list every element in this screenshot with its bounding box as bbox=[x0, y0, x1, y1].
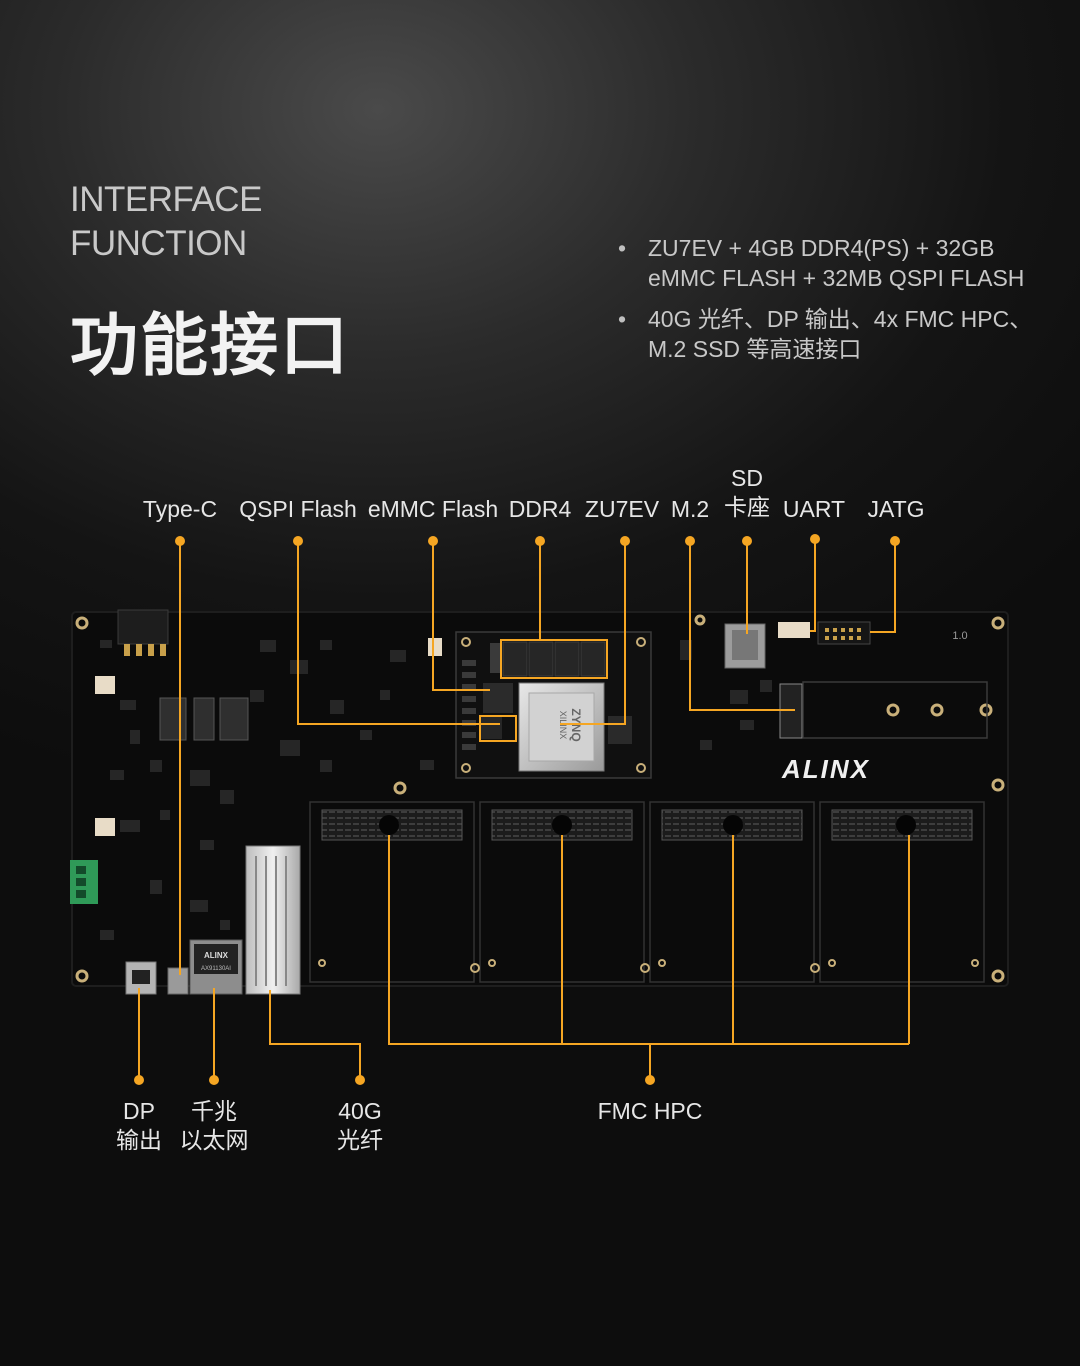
label-type-c: Type-C bbox=[142, 496, 218, 522]
label-dp-line1: DP bbox=[123, 1098, 155, 1124]
callout-lines bbox=[138, 539, 910, 1080]
label-eth-line1: 千兆 bbox=[191, 1098, 237, 1124]
feature-line: eMMC FLASH + 32MB QSPI FLASH bbox=[648, 265, 1025, 291]
eth-brand-text: ALINX bbox=[204, 951, 229, 960]
white-connector bbox=[428, 638, 442, 656]
label-sd-card: SD 卡座 bbox=[724, 464, 770, 522]
bullet-dot-icon: • bbox=[618, 235, 627, 261]
english-title-line1: INTERFACE bbox=[70, 180, 262, 219]
board-version: 1.0 bbox=[952, 630, 967, 642]
label-fmc-hpc: FMC HPC bbox=[597, 1098, 703, 1124]
label-qspi-flash: QSPI Flash bbox=[239, 496, 357, 522]
label-40g-fiber: 40G 光纤 bbox=[337, 1097, 383, 1155]
label-sd-line1: SD bbox=[731, 465, 763, 491]
label-gigabit-ethernet: 千兆 以太网 bbox=[180, 1097, 249, 1155]
qsfp-cage bbox=[245, 845, 301, 995]
feature-list: • ZU7EV + 4GB DDR4(PS) + 32GB eMMC FLASH… bbox=[618, 233, 1038, 375]
feature-line: 40G 光纤、DP 输出、4x FMC HPC、 bbox=[648, 306, 1033, 332]
feature-line: M.2 SSD 等高速接口 bbox=[648, 336, 862, 362]
inductors bbox=[159, 697, 249, 741]
alinx-logo-text: ALINX bbox=[781, 754, 870, 784]
pcb-board: XILINX ZYNQ 1.0 ALINX bbox=[70, 609, 1009, 995]
english-title: INTERFACE FUNCTION bbox=[70, 178, 262, 266]
english-title-line2: FUNCTION bbox=[70, 224, 247, 263]
label-dp-line2: 输出 bbox=[116, 1127, 162, 1153]
label-jatg: JATG bbox=[867, 496, 925, 522]
label-eth-line2: 以太网 bbox=[179, 1127, 249, 1153]
label-fiber-line2: 光纤 bbox=[337, 1127, 383, 1153]
chinese-title: 功能接口 bbox=[70, 308, 351, 384]
ddr4-chips bbox=[502, 641, 606, 677]
label-sd-line2: 卡座 bbox=[724, 494, 770, 520]
white-connector bbox=[95, 818, 115, 836]
label-dp-output: DP 输出 bbox=[116, 1097, 162, 1155]
feature-item: • 40G 光纤、DP 输出、4x FMC HPC、 M.2 SSD 等高速接口 bbox=[618, 304, 1038, 364]
label-fiber-line1: 40G bbox=[338, 1098, 382, 1124]
uart-connector bbox=[778, 622, 810, 638]
label-emmc-flash: eMMC Flash bbox=[367, 496, 499, 522]
white-connector bbox=[95, 676, 115, 694]
power-connector bbox=[117, 609, 169, 645]
label-m2: M.2 bbox=[670, 496, 710, 522]
usb-c-port bbox=[167, 967, 189, 995]
emmc-chip bbox=[483, 683, 513, 713]
bullet-dot-icon: • bbox=[618, 306, 627, 332]
label-zu7ev: ZU7EV bbox=[584, 496, 660, 522]
label-ddr4: DDR4 bbox=[508, 496, 572, 522]
jtag-header bbox=[817, 621, 871, 645]
qspi-chip bbox=[480, 717, 502, 739]
label-uart: UART bbox=[782, 496, 846, 522]
smd-components bbox=[100, 640, 772, 940]
mounting-hole-icon bbox=[75, 614, 1005, 983]
callout-dots bbox=[134, 534, 900, 1085]
m2-ssd-outline bbox=[802, 681, 988, 739]
feature-item: • ZU7EV + 4GB DDR4(PS) + 32GB eMMC FLASH… bbox=[618, 233, 1038, 293]
feature-line: ZU7EV + 4GB DDR4(PS) + 32GB bbox=[648, 235, 995, 261]
highlight-boxes bbox=[479, 639, 608, 742]
eth-part-text: AX91130AI bbox=[201, 966, 231, 972]
